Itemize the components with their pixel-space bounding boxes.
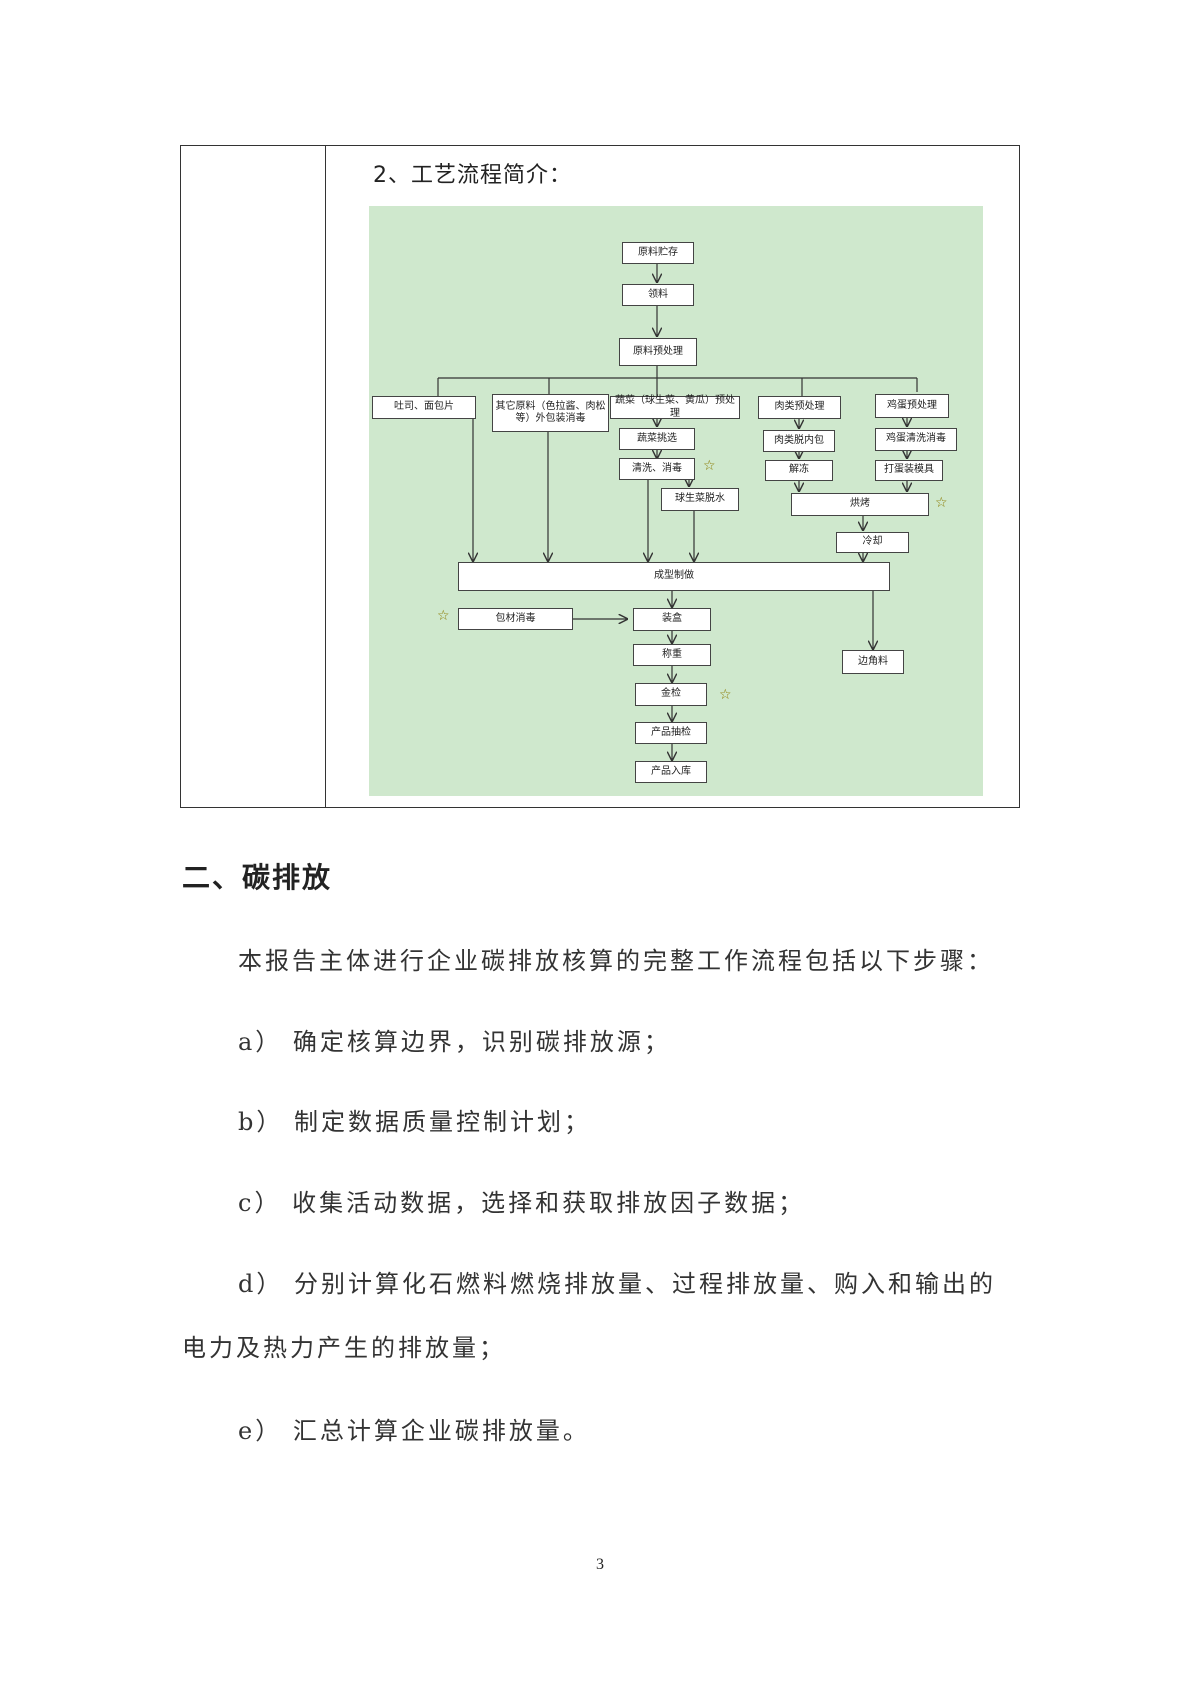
flow-node-bake: 烘烤 <box>791 493 929 516</box>
table-column-divider <box>325 146 326 807</box>
flow-node-veg-select: 蔬菜挑选 <box>619 428 695 450</box>
flow-node-scraps: 边角料 <box>842 650 904 674</box>
flow-key-point-star: ☆ <box>437 608 450 624</box>
flow-node-picking: 领料 <box>622 284 694 306</box>
step-c: c） 收集活动数据，选择和获取排放因子数据； <box>238 1189 806 1217</box>
flow-node-wash-disinfect: 清洗、消毒 <box>619 458 695 480</box>
flow-node-veg-pretreat: 蔬菜（球生菜、黄瓜）预处理 <box>610 395 740 419</box>
flow-node-boxing: 装盒 <box>633 608 711 631</box>
page-number: 3 <box>596 1556 604 1573</box>
flow-node-meat-unwrap: 肉类脱内包 <box>763 430 835 452</box>
step-e: e） 汇总计算企业碳排放量。 <box>238 1417 590 1445</box>
flow-node-toast: 吐司、面包片 <box>372 396 476 419</box>
flow-key-point-star: ☆ <box>935 495 948 511</box>
flow-node-metal-check: 金检 <box>635 683 707 706</box>
step-d-line2: 电力及热力产生的排放量； <box>182 1334 506 1362</box>
table-frame <box>180 145 1020 808</box>
flow-node-beat-egg: 打蛋装模具 <box>875 460 943 481</box>
flow-key-point-star: ☆ <box>703 458 716 474</box>
flow-connectors <box>437 264 918 796</box>
process-flowchart: 原料贮存 领料 原料预处理 吐司、面包片 其它原料（色拉酱、肉松等）外包装消毒 … <box>369 206 983 796</box>
flow-node-packaging-disinfect: 包材消毒 <box>458 608 573 630</box>
flow-node-raw-pretreat: 原料预处理 <box>619 338 697 366</box>
flow-node-forming: 成型制做 <box>458 562 890 591</box>
flow-node-sampling: 产品抽检 <box>635 722 707 744</box>
step-b: b） 制定数据质量控制计划； <box>238 1108 591 1136</box>
section-heading: 二、碳排放 <box>182 861 333 894</box>
flow-node-raw-storage: 原料贮存 <box>622 242 694 264</box>
flow-node-lettuce-dewater: 球生菜脱水 <box>661 488 739 511</box>
process-subheading: 2、工艺流程简介： <box>373 163 572 188</box>
step-d-line1: d） 分别计算化石燃料燃烧排放量、过程排放量、购入和输出的 <box>238 1270 996 1298</box>
flow-node-weighing: 称重 <box>633 644 711 666</box>
flow-node-thaw: 解冻 <box>765 460 833 481</box>
section-intro: 本报告主体进行企业碳排放核算的完整工作流程包括以下步骤： <box>238 947 994 975</box>
flow-key-point-star: ☆ <box>719 687 732 703</box>
flow-node-egg-wash: 鸡蛋清洗消毒 <box>875 428 957 451</box>
step-a: a） 确定核算边界，识别碳排放源； <box>238 1028 671 1056</box>
flow-node-meat-pretreat: 肉类预处理 <box>758 396 841 419</box>
flow-node-warehouse: 产品入库 <box>635 761 707 783</box>
flow-node-cool: 冷却 <box>836 532 909 553</box>
flow-node-egg-pretreat: 鸡蛋预处理 <box>875 394 949 418</box>
flow-node-other-raw: 其它原料（色拉酱、肉松等）外包装消毒 <box>492 394 609 432</box>
